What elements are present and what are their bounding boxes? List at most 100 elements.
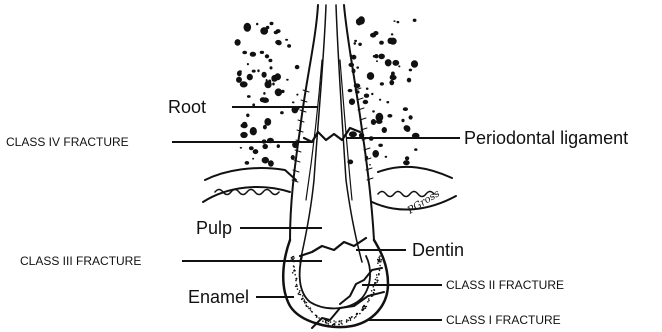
bone-speckle [379,41,384,45]
bone-speckle [260,27,268,35]
enamel-stipple-dot [295,278,297,280]
enamel-stipple-dot [379,265,381,267]
bone-speckle [389,38,396,45]
enamel-stipple-dot [294,274,296,276]
enamel-stipple-dot [373,286,375,288]
bone-speckle [240,81,248,87]
enamel-stipple-dot [296,284,298,286]
bone-speckle [249,146,254,150]
enamel-stipple-dot [371,290,373,292]
bone-speckle [403,160,410,165]
bone-speckle [274,31,278,34]
left-gum-outline [203,168,296,202]
bone-speckle [401,119,404,122]
bone-speckle [363,100,369,104]
bone-speckle [348,89,353,92]
enamel-stipple-dot [380,261,382,263]
bone-speckle [263,125,267,130]
bone-speckle [264,118,271,126]
bone-speckle [252,158,254,160]
enamel-stipple-dot [299,292,301,294]
enamel-stipple-dot [291,257,293,259]
enamel-stipple-dot [308,308,310,310]
bone-speckle [252,70,256,73]
bone-speckle [387,114,392,118]
enamel-stipple-dot [381,259,383,261]
bone-speckle [404,125,410,131]
root-label: Root [168,97,206,117]
bone-speckle [295,65,300,69]
root-outer-outline-right [344,5,374,240]
bone-speckle [409,115,413,119]
enamel-stipple-dot [325,320,327,322]
enamel-stipple-dot [330,321,332,323]
enamel-stipple-dot [316,316,318,318]
bone-speckle [385,59,392,66]
enamel-stipple-dot [293,266,295,268]
bone-speckle [275,88,282,96]
bone-speckle [358,43,362,46]
enamel-stipple-dot [375,279,377,281]
enamel-stipple-dot [341,320,343,322]
enamel-stipple-dot [377,262,379,264]
enamel-stipple-dot [376,279,378,281]
enamel-stipple-dot [304,302,306,304]
bone-speckle [275,40,281,45]
bone-speckle [369,164,371,165]
bone-speckle [386,101,389,103]
bone-speckle [413,19,417,22]
enamel-stipple-dot [315,315,317,317]
enamel-stipple-dot [328,323,330,325]
enamel-stipple-dot [365,307,367,309]
enamel-stipple-dot [373,292,375,294]
bone-speckle [235,39,241,46]
bone-speckle [411,60,418,68]
bone-speckle [263,92,265,95]
bone-speckle [407,78,411,83]
enamel-stipple-dot [306,305,308,307]
bone-speckle [285,39,288,41]
bone-speckle [262,72,267,78]
alveolar-bone-texture [235,16,420,167]
bone-speckle [354,42,357,45]
bone-speckle [354,40,357,42]
bone-speckle [262,157,269,164]
enamel-stipple-dot [356,313,358,315]
bone-speckle [265,81,272,89]
enamel-stipple-dot [374,282,376,284]
bone-speckle [349,98,355,105]
bone-speckle [244,23,252,32]
bone-speckle [366,88,369,90]
enamel-stipple-dot [333,320,335,322]
enamel-stipple-dot [318,317,320,319]
bone-speckle [393,20,395,22]
enamel-stipple-dot [378,257,380,259]
enamel-stipple-dot [293,257,295,259]
bone-speckle [256,23,258,26]
bone-speckle [392,60,399,66]
bone-speckle [270,66,273,69]
enamel-stipple-dot [322,320,324,322]
bone-speckle [414,148,417,151]
enamel-stipple-dot [293,256,295,258]
bone-speckle [245,161,250,165]
bone-speckle [274,73,281,80]
enamel-stipple-dot [351,316,353,318]
enamel-stipple-dot [354,317,356,319]
bone-speckle [280,111,284,114]
enamel-stipple-dot [307,306,309,308]
bone-speckle [240,132,247,138]
bone-speckle [292,101,295,103]
bone-speckle [250,52,256,57]
enamel-stipple-dot [378,273,380,275]
enamel-stipple-dot [367,301,369,303]
enamel-stipple-dot [311,311,313,313]
bone-speckle [287,44,291,48]
enamel-stipple-dot [347,320,349,322]
enamel-stipple-dot [362,308,364,310]
class-i-fracture-label: CLASS I FRACTURE [446,313,561,327]
bone-speckle [372,110,375,112]
enamel-stipple-dot [379,255,381,257]
bone-speckle [253,149,259,154]
